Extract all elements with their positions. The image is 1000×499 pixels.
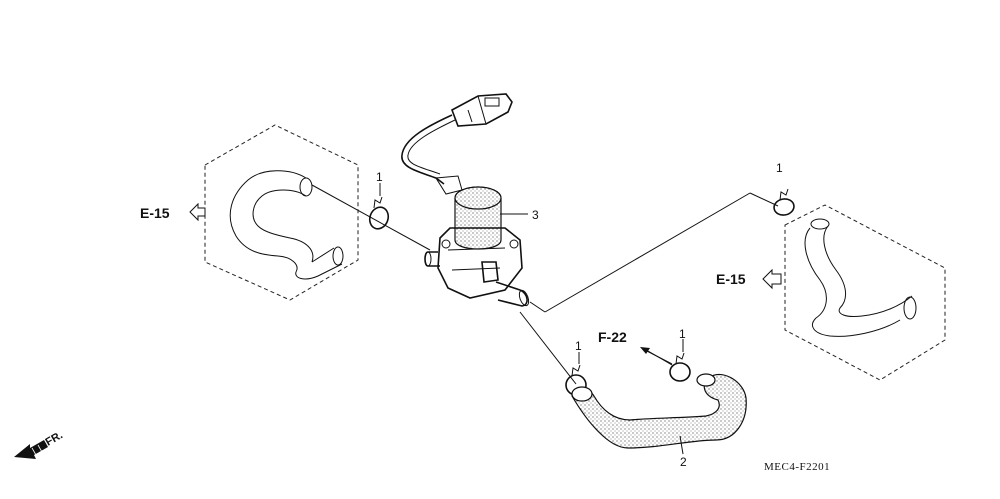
clamp-right-top — [773, 188, 795, 216]
air-injection-valve — [401, 93, 530, 307]
bottom-reference-label: F-22 — [598, 329, 627, 345]
left-reference: E-15 — [140, 202, 206, 222]
front-arrow-icon — [14, 440, 48, 459]
bottom-reference: F-22 — [598, 329, 673, 365]
left-reference-hexagon — [204, 124, 359, 301]
drawing-code: MEC4-F2201 — [764, 461, 830, 473]
left-reference-arrow-icon — [189, 202, 206, 222]
right-reference-label: E-15 — [716, 271, 746, 287]
right-reference-hexagon — [784, 204, 946, 381]
callout-clamp-left: 1 — [376, 170, 383, 184]
electrical-connector — [451, 93, 513, 127]
callout-clamp-bottom-right: 1 — [679, 327, 686, 341]
right-reference-arrow-icon — [762, 268, 782, 290]
front-direction-indicator: FR. — [14, 429, 65, 459]
left-reference-label: E-15 — [140, 205, 170, 221]
bottom-reference-arrow-icon — [640, 347, 650, 354]
leader-lines — [311, 184, 779, 385]
clamp-left — [368, 183, 390, 230]
callout-clamp-bottom-left: 1 — [575, 339, 582, 353]
callout-hose: 2 — [680, 455, 687, 469]
front-direction-label: FR. — [44, 429, 65, 448]
hose — [571, 373, 747, 449]
callout-clamp-right-top: 1 — [776, 161, 783, 175]
callout-valve: 3 — [532, 208, 539, 222]
right-reference: E-15 — [716, 268, 782, 290]
clamp-bottom-right — [669, 339, 691, 382]
